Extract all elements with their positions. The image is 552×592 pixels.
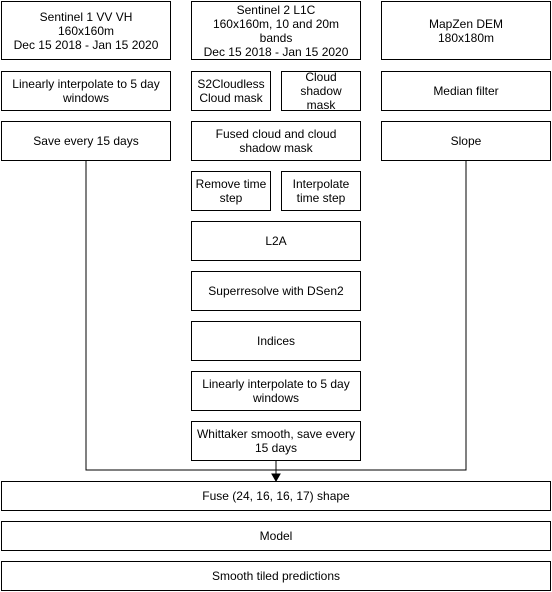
dem-source-box: MapZen DEM 180x180m: [381, 1, 551, 60]
s2-interpolate-box: Linearly interpolate to 5 day windows: [191, 371, 361, 411]
l2a-box: L2A: [191, 221, 361, 261]
indices-box: Indices: [191, 321, 361, 361]
s1-to-fuse-connector: [85, 160, 276, 471]
median-filter-box: Median filter: [381, 71, 551, 111]
s1-save-box: Save every 15 days: [1, 121, 171, 161]
arrow-head: [271, 473, 281, 483]
slope-box: Slope: [381, 121, 551, 161]
s2cloudless-mask-box: S2Cloudless Cloud mask: [191, 71, 271, 111]
remove-time-step-box: Remove time step: [191, 171, 271, 211]
superresolve-box: Superresolve with DSen2: [191, 271, 361, 311]
sentinel2-source-box: Sentinel 2 L1C 160x160m, 10 and 20m band…: [191, 1, 361, 60]
fused-mask-box: Fused cloud and cloud shadow mask: [191, 121, 361, 161]
dem-to-fuse-connector: [276, 160, 467, 471]
cloud-shadow-mask-box: Cloud shadow mask: [281, 70, 361, 112]
s1-interpolate-box: Linearly interpolate to 5 day windows: [1, 71, 171, 111]
whittaker-smooth-box: Whittaker smooth, save every 15 days: [191, 421, 361, 461]
sentinel1-source-box: Sentinel 1 VV VH 160x160m Dec 15 2018 - …: [1, 1, 171, 60]
model-box: Model: [1, 521, 551, 551]
fuse-box: Fuse (24, 16, 16, 17) shape: [1, 481, 551, 511]
interpolate-time-step-box: Interpolate time step: [281, 171, 361, 211]
smooth-predictions-box: Smooth tiled predictions: [1, 561, 551, 591]
